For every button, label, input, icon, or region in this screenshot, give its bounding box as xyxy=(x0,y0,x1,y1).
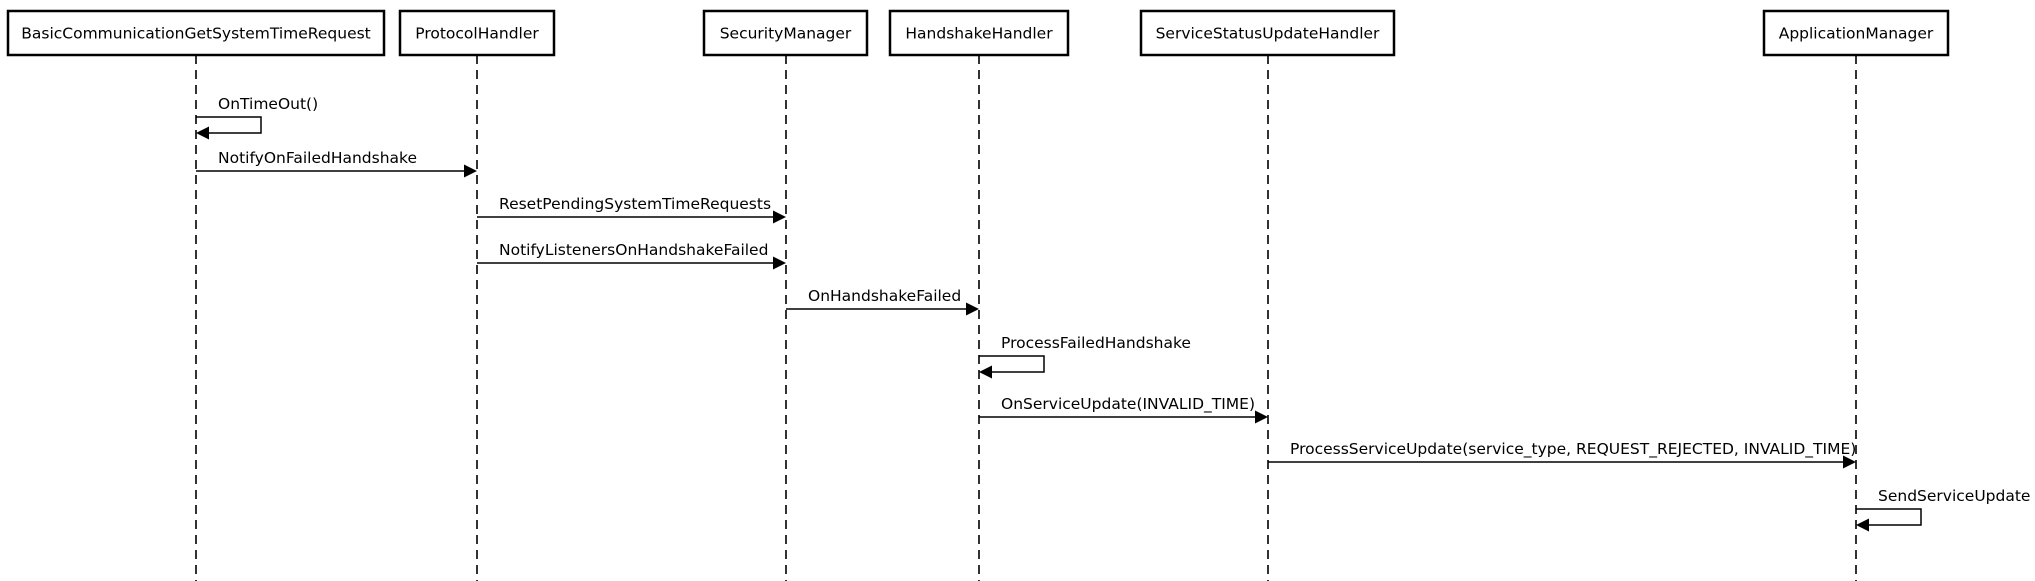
participant-box xyxy=(1139,9,1396,57)
arrow-head-icon xyxy=(1843,455,1856,469)
participant-am: ApplicationManager xyxy=(1762,9,1950,57)
message-label: NotifyOnFailedHandshake xyxy=(218,149,417,167)
message-7: OnServiceUpdate(INVALID_TIME) xyxy=(979,395,1268,424)
message-label: NotifyListenersOnHandshakeFailed xyxy=(499,241,768,259)
arrow-head-icon xyxy=(464,164,477,178)
arrow-head-icon xyxy=(1856,518,1869,532)
message-label: OnServiceUpdate(INVALID_TIME) xyxy=(1001,395,1255,414)
participant-ph: ProtocolHandler xyxy=(398,9,556,57)
self-message-line xyxy=(979,355,1045,373)
participant-label: ProtocolHandler xyxy=(415,25,539,43)
participant-box xyxy=(6,9,386,57)
participant-box xyxy=(888,9,1070,57)
participant-box xyxy=(702,9,869,57)
participant-bcgstr: BasicCommunicationGetSystemTimeRequest xyxy=(6,9,386,57)
message-3: ResetPendingSystemTimeRequests xyxy=(477,195,786,224)
arrow-head-icon xyxy=(1255,410,1268,424)
arrow-head-icon xyxy=(773,210,786,224)
message-6: ProcessFailedHandshake xyxy=(979,334,1191,379)
participant-label: HandshakeHandler xyxy=(905,25,1053,43)
participant-box xyxy=(1762,9,1950,57)
message-2: NotifyOnFailedHandshake xyxy=(196,149,477,178)
participant-label: ServiceStatusUpdateHandler xyxy=(1156,25,1380,43)
message-label: OnHandshakeFailed xyxy=(808,287,961,305)
message-label: SendServiceUpdate xyxy=(1878,487,2030,505)
message-5: OnHandshakeFailed xyxy=(786,287,979,316)
self-message-line xyxy=(196,116,262,134)
arrow-head-icon xyxy=(966,302,979,316)
participant-box xyxy=(398,9,556,57)
message-label: ProcessFailedHandshake xyxy=(1001,334,1191,352)
arrow-head-icon xyxy=(979,365,992,379)
participant-label: BasicCommunicationGetSystemTimeRequest xyxy=(21,25,371,43)
arrow-head-icon xyxy=(196,126,209,140)
participant-sm: SecurityManager xyxy=(702,9,869,57)
participant-ssuh: ServiceStatusUpdateHandler xyxy=(1139,9,1396,57)
participant-hh: HandshakeHandler xyxy=(888,9,1070,57)
message-1: OnTimeOut() xyxy=(196,95,318,140)
message-9: SendServiceUpdate xyxy=(1856,487,2030,532)
messages: OnTimeOut() NotifyOnFailedHandshakeResetP… xyxy=(196,95,2030,532)
message-4: NotifyListenersOnHandshakeFailed xyxy=(477,241,786,270)
message-label: ResetPendingSystemTimeRequests xyxy=(499,195,771,213)
self-message-line xyxy=(1856,508,1922,526)
message-label: ProcessServiceUpdate(service_type, REQUE… xyxy=(1290,440,1856,459)
participant-label: SecurityManager xyxy=(720,25,852,43)
participant-label: ApplicationManager xyxy=(1779,25,1934,43)
message-8: ProcessServiceUpdate(service_type, REQUE… xyxy=(1268,440,1856,469)
message-label: OnTimeOut() xyxy=(218,95,318,113)
arrow-head-icon xyxy=(773,256,786,270)
